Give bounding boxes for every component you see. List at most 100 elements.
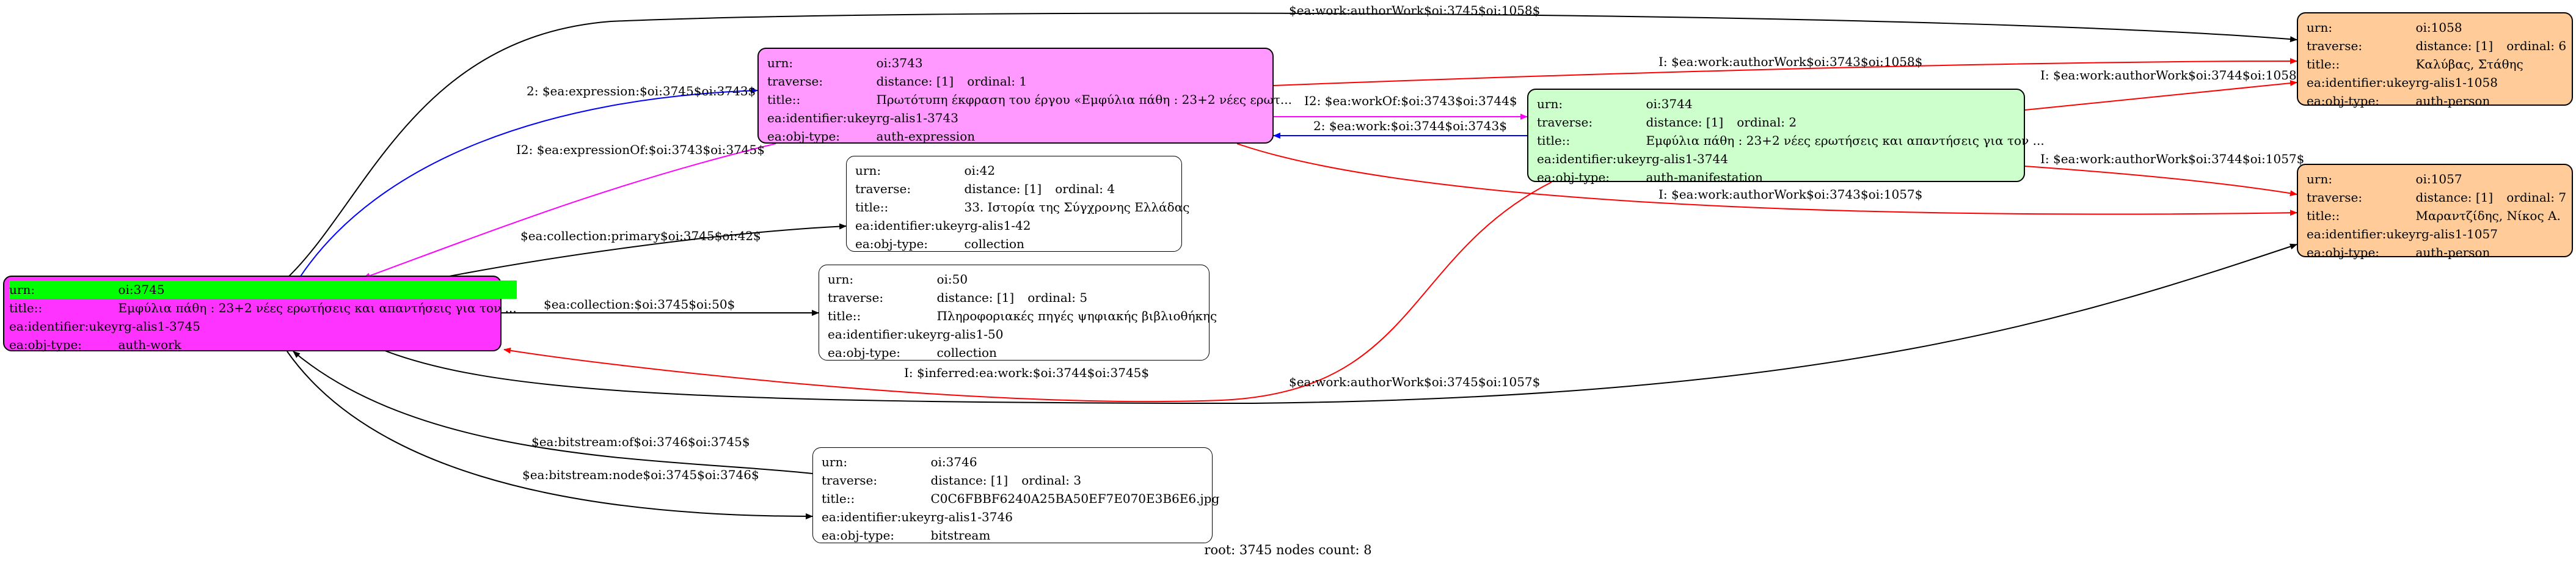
urn-label: urn: xyxy=(855,163,881,178)
objtype-value: auth-person xyxy=(2415,93,2490,108)
distance-value: distance: [1] xyxy=(964,181,1042,196)
edge-label-expressionof: I2: $ea:expressionOf:$oi:3743$oi:3745$ xyxy=(516,142,765,157)
objtype-label: ea:obj-type: xyxy=(855,236,929,251)
title-value: Πληροφοριακές πηγές ψηφιακής βιβλιοθήκης xyxy=(936,309,1217,323)
urn-label: urn: xyxy=(822,455,848,469)
node-3744[interactable]: urn:oi:3744 traverse:distance: [1]ordina… xyxy=(1527,89,2045,185)
ukey-label: ea:identifier:ukey xyxy=(822,510,931,524)
ordinal-value: ordinal: 6 xyxy=(2506,38,2567,53)
distance-value: distance: [1] xyxy=(2415,38,2494,53)
distance-value: distance: [1] xyxy=(2415,190,2494,205)
edge-label-inferred: I: $inferred:ea:work:$oi:3744$oi:3745$ xyxy=(904,365,1149,380)
graph-caption: root: 3745 nodes count: 8 xyxy=(1204,543,1372,557)
traverse-label: traverse: xyxy=(2307,190,2363,205)
ukey-label: ea:identifier:ukey xyxy=(9,319,119,334)
title-value: Εμφύλια πάθη : 23+2 νέες ερωτήσεις και α… xyxy=(118,301,517,315)
urn-value: oi:1057 xyxy=(2415,172,2462,186)
objtype-value: auth-expression xyxy=(876,129,976,144)
node-3746[interactable]: urn: oi:3746 traverse: distance: [1] ordina… xyxy=(812,447,1219,543)
urn-value: oi:3746 xyxy=(930,455,977,469)
urn-label: urn: xyxy=(2307,172,2333,186)
ukey-label: ea:identifier:ukey xyxy=(828,327,937,342)
edge-author-3745-1057 xyxy=(381,243,2297,405)
ordinal-value: ordinal: 4 xyxy=(1055,181,1115,196)
title-label: title:: xyxy=(9,301,43,315)
node-42[interactable]: urn: oi:42 traverse: distance: [1] ordinal:… xyxy=(846,156,1189,252)
node-1057[interactable]: urn: oi:1057 traverse: distance: [1] ordina… xyxy=(2297,164,2573,260)
node-3745[interactable]: urn: oi:3745 title::Εμφύλια πάθη : 23+2 ν… xyxy=(3,276,517,352)
urn-label: urn: xyxy=(828,272,854,287)
title-value: Πρωτότυπη έκφραση του έργου «Εμφύλια πάθ… xyxy=(876,92,1292,107)
edge-expression-3745-3743 xyxy=(299,87,758,279)
title-label: title:: xyxy=(1537,133,1571,148)
edge-label-I-3743-1057: I: $ea:work:authorWork$oi:3743$oi:1057$ xyxy=(1658,187,1922,202)
title-label: title:: xyxy=(828,309,861,323)
title-label: title:: xyxy=(855,200,889,214)
ordinal-value: ordinal: 1 xyxy=(967,74,1027,89)
ukey-value: rg-alis1-42 xyxy=(964,218,1031,233)
objtype-value: auth-person xyxy=(2415,245,2490,260)
edge-label-collection: $ea:collection:$oi:3745$oi:50$ xyxy=(544,297,735,312)
objtype-value: collection xyxy=(964,236,1024,251)
edge-label-workof: I2: $ea:workOf:$oi:3743$oi:3744$ xyxy=(1304,93,1517,108)
edge-inferred-3744-3745 xyxy=(503,181,1552,403)
objtype-label: ea:obj-type: xyxy=(2307,93,2380,108)
objtype-label: ea:obj-type: xyxy=(828,345,901,360)
ukey-label: ea:identifier:ukey xyxy=(2307,227,2416,241)
distance-value: distance: [1] xyxy=(876,74,954,89)
title-value: Καλύβας, Στάθης xyxy=(2415,57,2523,71)
edge-expressionof-3743-3745 xyxy=(363,143,776,279)
urn-value: oi:1058 xyxy=(2415,20,2462,35)
objtype-label: ea:obj-type: xyxy=(9,337,82,352)
edge-bitstreamnode-3745-3746 xyxy=(286,351,813,519)
urn-label: urn: xyxy=(9,282,35,297)
ordinal-value: ordinal: 7 xyxy=(2506,190,2567,205)
node-50[interactable]: urn: oi:50 traverse: distance: [1] ordinal:… xyxy=(819,265,1217,361)
edge-primary-3745-42 xyxy=(439,223,847,279)
ordinal-value: ordinal: 3 xyxy=(1021,473,1082,488)
ukey-value: rg-alis1-1057 xyxy=(2415,227,2498,241)
edge-label-I-3744-1058: I: $ea:work:authorWork$oi:3744$oi:1058$ xyxy=(2040,68,2304,82)
title-value: Μαραντζίδης, Νίκος Α. xyxy=(2415,208,2561,223)
urn-label: urn: xyxy=(1537,97,1563,111)
node-3743[interactable]: urn:oi:3743 traverse:distance: [1]ordina… xyxy=(757,48,1292,144)
objtype-label: ea:obj-type: xyxy=(822,528,895,543)
ukey-value: rg-alis1-3746 xyxy=(930,510,1013,524)
objtype-label: ea:obj-type: xyxy=(767,129,841,144)
ukey-label: ea:identifier:ukey xyxy=(767,111,877,125)
edge-label-primary: $ea:collection:primary$oi:3745$oi:42$ xyxy=(520,229,761,243)
urn-label: urn: xyxy=(2307,20,2333,35)
objtype-value: auth-manifestation xyxy=(1646,170,1763,185)
edge-label-expression: 2: $ea:expression:$oi:3745$oi:3743$ xyxy=(527,84,756,98)
title-value: C0C6FBBF6240A25BA50EF7E070E3B6E6.jpg xyxy=(930,491,1220,506)
urn-value: oi:3745 xyxy=(118,282,165,297)
traverse-label: traverse: xyxy=(855,181,911,196)
urn-value: oi:50 xyxy=(936,272,968,287)
objtype-value: collection xyxy=(936,345,997,360)
edge-I-3743-1057 xyxy=(1236,143,2297,216)
edge-label-I-3744-1057: I: $ea:work:authorWork$oi:3744$oi:1057$ xyxy=(2040,152,2304,166)
urn-value: oi:42 xyxy=(964,163,996,178)
edge-label-I-3743-1058: I: $ea:work:authorWork$oi:3743$oi:1058$ xyxy=(1658,54,1922,69)
distance-value: distance: [1] xyxy=(936,290,1015,305)
title-label: title:: xyxy=(822,491,855,506)
title-label: title:: xyxy=(2307,57,2340,71)
edge-label-bitstreamof: $ea:bitstream:of$oi:3746$oi:3745$ xyxy=(531,434,750,449)
objtype-value: bitstream xyxy=(930,528,991,543)
edge-label-bitstreamnode: $ea:bitstream:node$oi:3745$oi:3746$ xyxy=(522,467,759,482)
ordinal-value: ordinal: 5 xyxy=(1027,290,1088,305)
urn-value: oi:3744 xyxy=(1646,97,1693,111)
ukey-value: rg-alis1-3744 xyxy=(1646,152,1728,166)
objtype-label: ea:obj-type: xyxy=(2307,245,2380,260)
distance-value: distance: [1] xyxy=(930,473,1009,488)
node-1058[interactable]: urn:oi:1058 traverse:distance: [1]ordina… xyxy=(2297,12,2573,108)
ukey-label: ea:identifier:ukey xyxy=(2307,75,2416,90)
ukey-label: ea:identifier:ukey xyxy=(1537,152,1646,166)
ordinal-value: ordinal: 2 xyxy=(1737,115,1797,130)
traverse-label: traverse: xyxy=(828,290,884,305)
edge-label-author-3745-1058: $ea:work:authorWork$oi:3745$oi:1058$ xyxy=(1289,3,1540,18)
ukey-value: rg-alis1-1058 xyxy=(2415,75,2498,90)
traverse-label: traverse: xyxy=(822,473,878,488)
ukey-value: rg-alis1-50 xyxy=(936,327,1004,342)
